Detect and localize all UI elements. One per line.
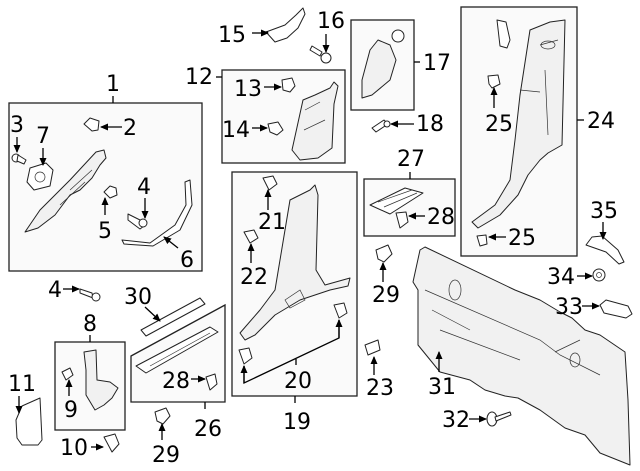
part-20-clip-right[interactable] — [333, 302, 348, 319]
part-28-clip-lower[interactable] — [205, 373, 218, 391]
callout-10[interactable]: 10 — [60, 436, 88, 461]
callout-15[interactable]: 15 — [218, 23, 246, 48]
part-15-bracket[interactable] — [265, 7, 306, 43]
part-18-screw[interactable] — [371, 119, 391, 133]
part-19-b-pillar[interactable] — [239, 184, 351, 341]
callout-28-lower[interactable]: 28 — [162, 369, 190, 394]
callout-35[interactable]: 35 — [590, 199, 618, 224]
callout-34[interactable]: 34 — [547, 265, 575, 290]
part-25-clip-lower[interactable] — [476, 234, 488, 247]
callout-12[interactable]: 12 — [185, 65, 213, 90]
part-26-scuff-plate[interactable] — [135, 326, 219, 374]
callout-17[interactable]: 17 — [423, 51, 451, 76]
callout-33[interactable]: 33 — [555, 295, 583, 320]
callout-8[interactable]: 8 — [83, 312, 97, 337]
part-33-cover[interactable] — [599, 299, 633, 319]
part-29-clip-upper[interactable] — [375, 244, 393, 263]
part-31-back-panel[interactable] — [412, 246, 631, 466]
part-11-bracket[interactable] — [15, 397, 43, 446]
part-23-clip[interactable] — [364, 339, 381, 356]
callout-1[interactable]: 1 — [106, 72, 120, 97]
part-22-clip[interactable] — [243, 229, 259, 244]
part-27-plate[interactable] — [369, 187, 424, 215]
part-5-grommet[interactable] — [103, 185, 118, 199]
callout-29-lower[interactable]: 29 — [152, 443, 180, 468]
callout-14[interactable]: 14 — [222, 118, 250, 143]
part-8-trim-piece[interactable] — [83, 349, 119, 411]
part-21-clip[interactable] — [262, 175, 278, 191]
part-14-clip[interactable] — [267, 121, 284, 136]
part-10-clip[interactable] — [103, 433, 120, 453]
part-35-trim[interactable] — [585, 235, 625, 265]
part-4-screw-lower[interactable] — [79, 288, 101, 302]
callout-32[interactable]: 32 — [442, 408, 470, 433]
part-28-clip-upper[interactable] — [395, 211, 409, 229]
callout-25-lower[interactable]: 25 — [508, 226, 536, 251]
callout-23[interactable]: 23 — [366, 376, 394, 401]
part-2-clip[interactable] — [83, 117, 100, 132]
callout-7[interactable]: 7 — [36, 124, 50, 149]
callout-2[interactable]: 2 — [123, 116, 137, 141]
part-6-trim-strip[interactable] — [121, 179, 193, 247]
part-1-pillar-trim[interactable] — [24, 149, 107, 233]
part-24-quarter-trim[interactable] — [471, 19, 566, 229]
part-20-clip-left[interactable] — [238, 347, 253, 365]
part-12-panel[interactable] — [291, 81, 339, 161]
callout-31[interactable]: 31 — [428, 375, 456, 400]
part-17-bracket[interactable] — [361, 29, 405, 99]
callout-24[interactable]: 24 — [587, 109, 615, 134]
callout-22[interactable]: 22 — [240, 265, 268, 290]
callout-4-lower[interactable]: 4 — [48, 278, 62, 303]
part-25-clip-upper[interactable] — [487, 74, 501, 89]
part-32-pin[interactable] — [486, 411, 512, 427]
callout-29-upper[interactable]: 29 — [372, 283, 400, 308]
leader-6 — [163, 236, 179, 249]
callout-9[interactable]: 9 — [64, 398, 78, 423]
part-4-screw[interactable] — [127, 213, 148, 230]
part-34-nut[interactable] — [592, 268, 606, 282]
callout-26[interactable]: 26 — [194, 417, 222, 442]
callout-25-upper[interactable]: 25 — [485, 112, 513, 137]
part-30-sill-strip[interactable] — [140, 297, 206, 337]
callout-19[interactable]: 19 — [283, 410, 311, 435]
callout-20[interactable]: 20 — [284, 369, 312, 394]
callout-16[interactable]: 16 — [317, 9, 345, 34]
leader-30 — [144, 306, 161, 322]
callout-27[interactable]: 27 — [397, 147, 425, 172]
callout-6[interactable]: 6 — [180, 248, 194, 273]
callout-21[interactable]: 21 — [258, 210, 286, 235]
part-9-clip[interactable] — [61, 367, 74, 381]
callout-11[interactable]: 11 — [8, 372, 36, 397]
callout-18[interactable]: 18 — [416, 112, 444, 137]
callout-5[interactable]: 5 — [98, 219, 112, 244]
part-13-clip[interactable] — [281, 77, 296, 93]
callout-4-upper[interactable]: 4 — [137, 175, 151, 200]
callout-28-upper[interactable]: 28 — [427, 205, 455, 230]
part-16-bolt[interactable] — [309, 45, 332, 64]
callout-3[interactable]: 3 — [10, 113, 24, 138]
part-29-clip-lower[interactable] — [154, 407, 171, 425]
part-3-screw[interactable] — [11, 153, 27, 165]
part-24-upper-clip[interactable] — [496, 19, 511, 49]
callout-13[interactable]: 13 — [234, 77, 262, 102]
callout-30[interactable]: 30 — [124, 285, 152, 310]
